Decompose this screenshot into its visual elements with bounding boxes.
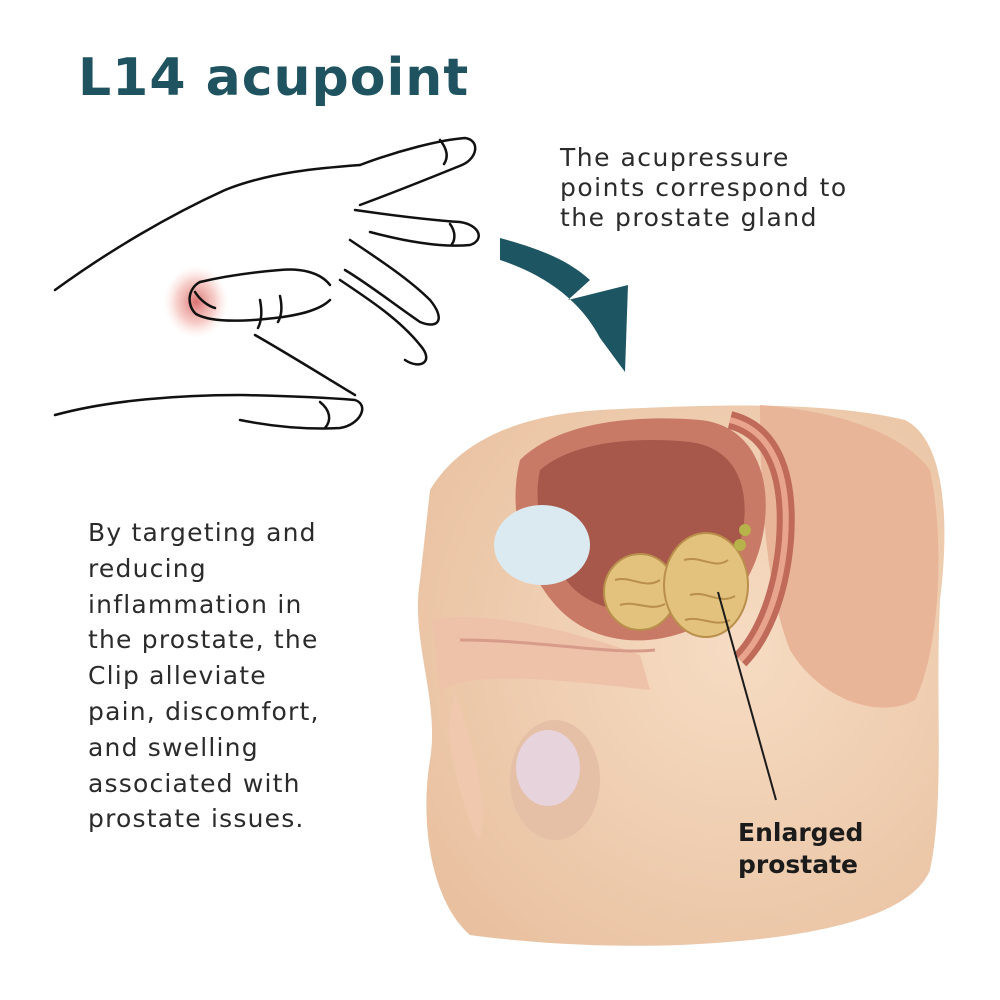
caption-line: The acupressure [560,143,790,172]
benefits-description: By targeting and reducing inflammation i… [88,515,388,837]
description-line: By targeting and [88,518,317,547]
description-line: reducing [88,553,207,583]
description-line: and swelling [88,732,259,762]
page-title: L14 acupoint [78,48,470,108]
description-line: Clip alleviate [88,661,267,691]
description-line: inflammation in [88,589,303,619]
description-line: pain, discomfort, [88,696,320,726]
enlarged-prostate-label: Enlarged prostate [738,817,863,881]
acupressure-caption: The acupressure points correspond to the… [560,143,960,233]
label-line: prostate [738,850,859,879]
caption-line: the prostate gland [560,203,818,232]
caption-line: points correspond to [560,173,848,202]
label-line: Enlarged [738,818,864,847]
description-line: associated with [88,768,301,798]
prostate-shape [603,524,751,638]
description-line: prostate issues. [88,804,305,834]
description-line: the prostate, the [88,625,319,655]
